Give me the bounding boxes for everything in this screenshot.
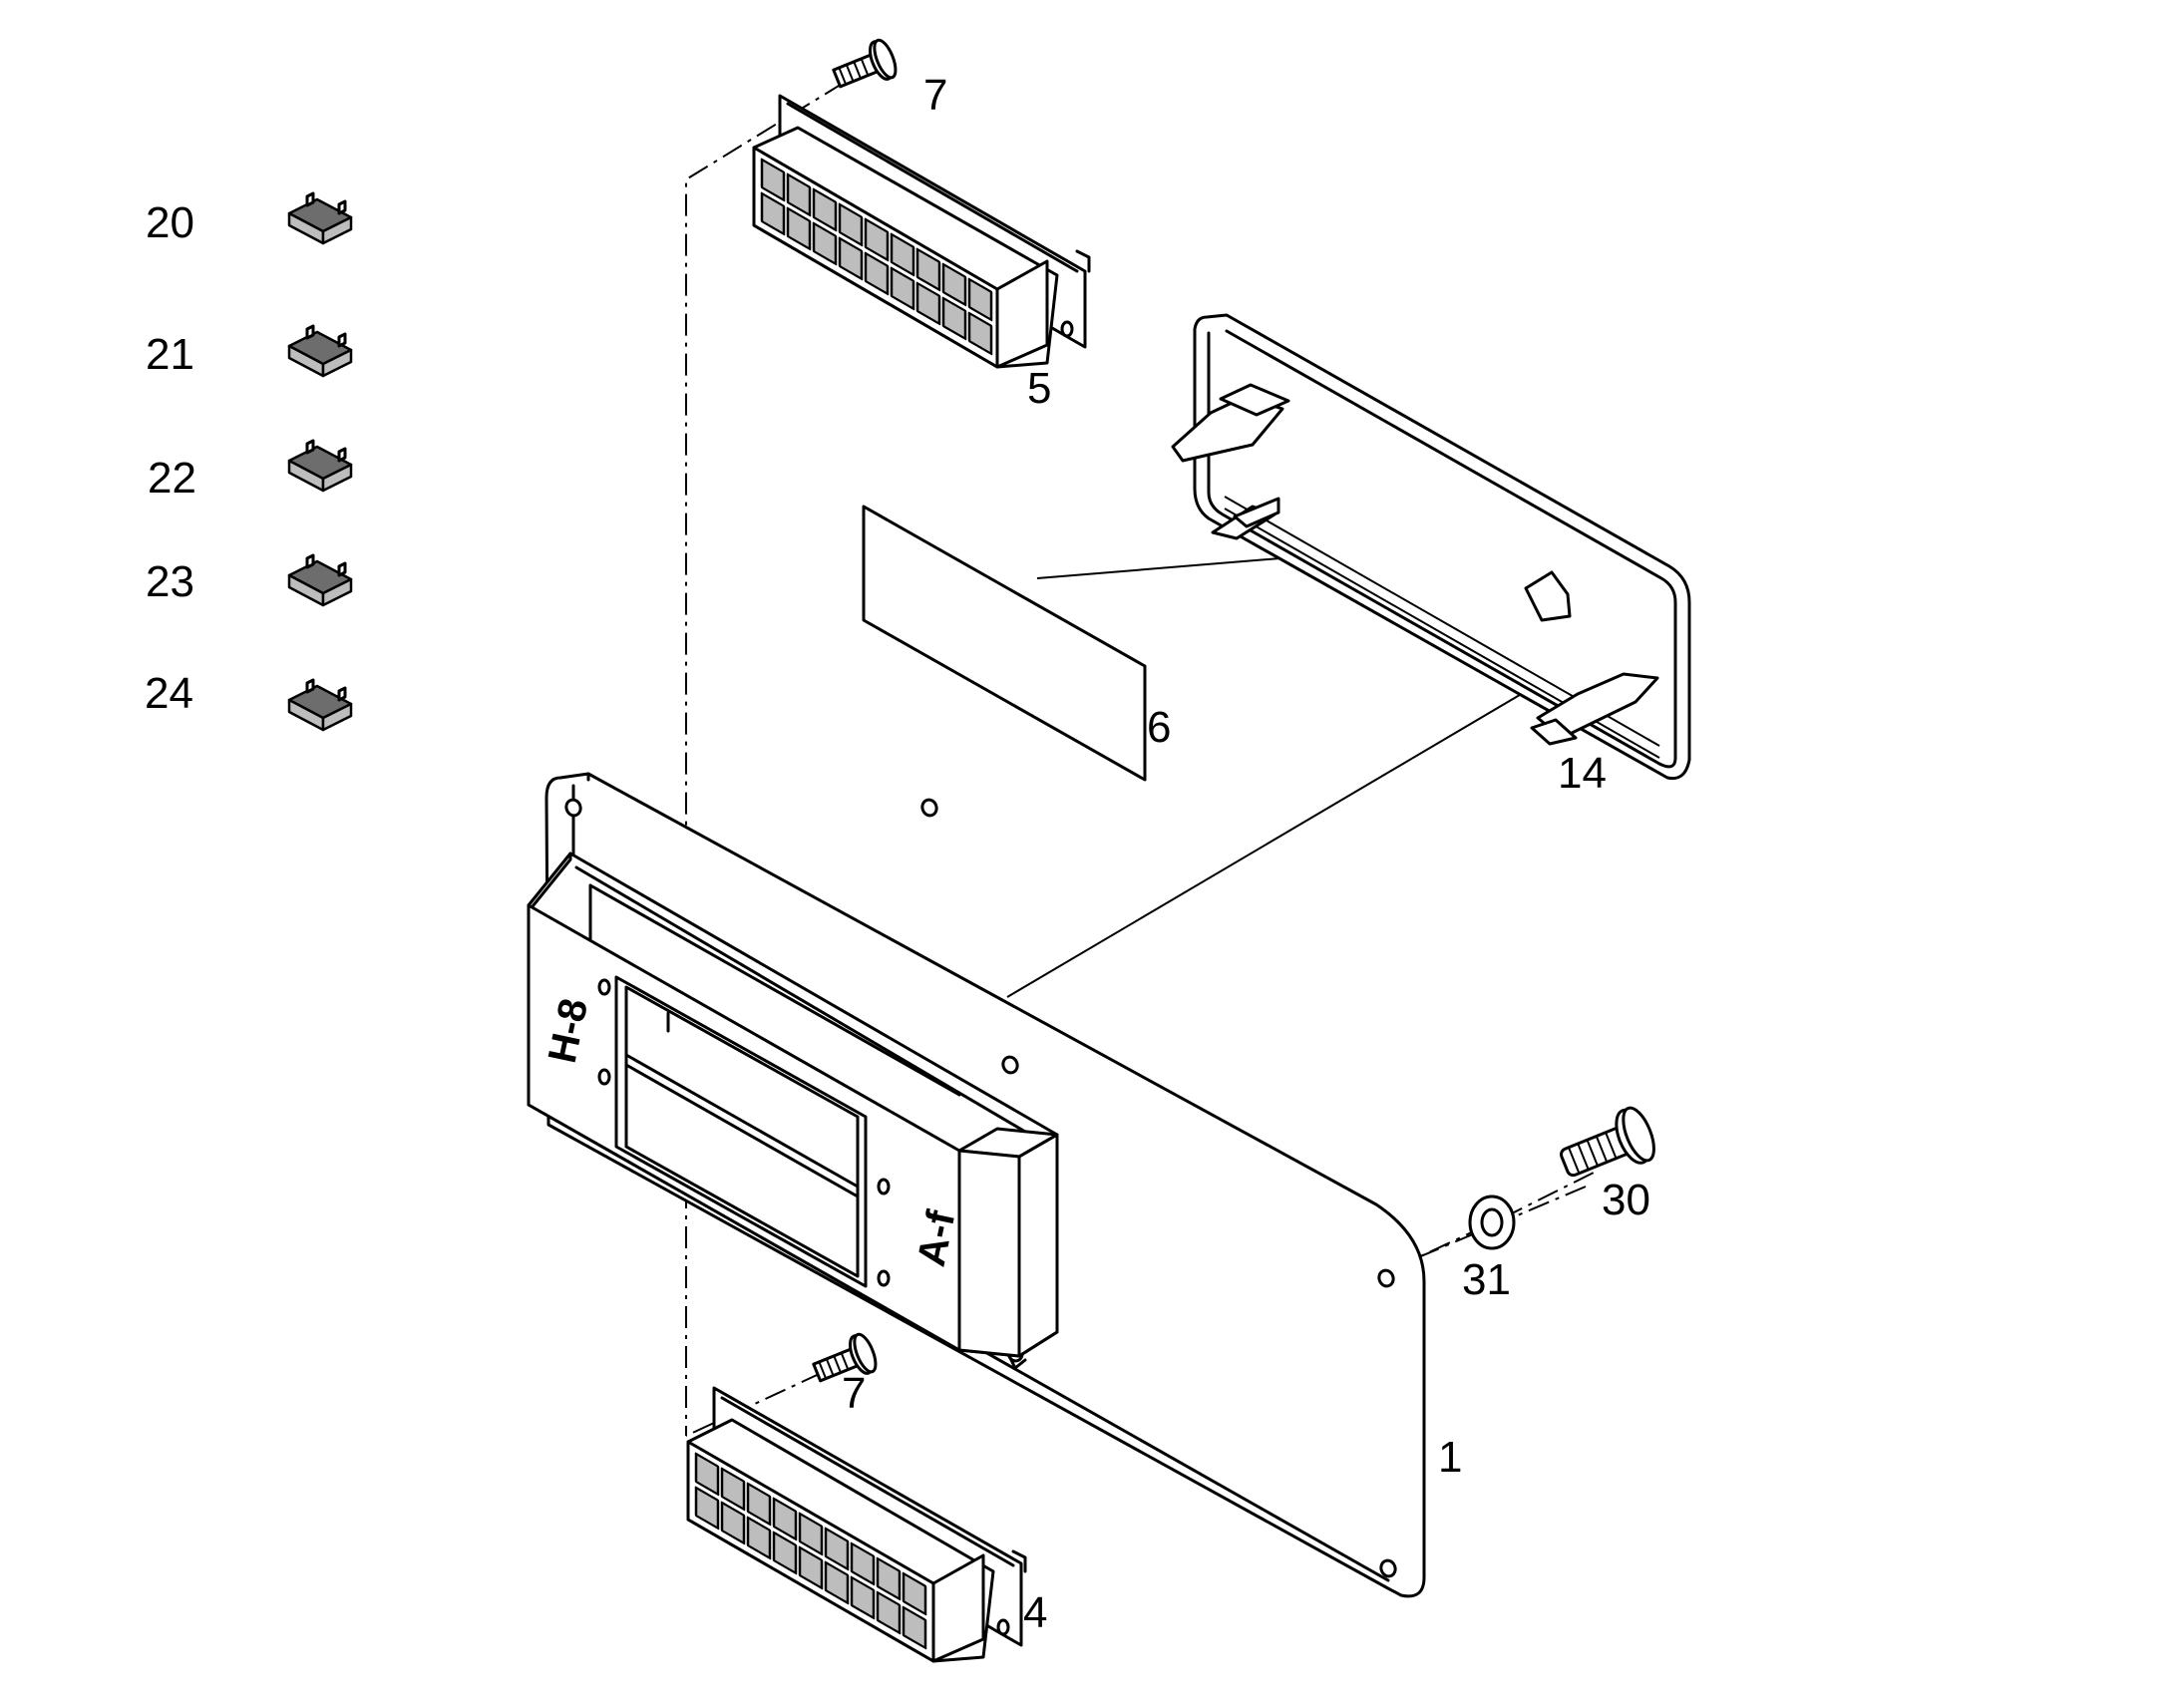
connector-4 <box>686 1386 1027 1663</box>
callout-7-bottom: 7 <box>842 1369 866 1418</box>
callout-24: 24 <box>145 669 193 718</box>
callout-5: 5 <box>1027 364 1051 413</box>
fuse-icon <box>287 439 353 493</box>
screw-7-top <box>832 38 898 89</box>
callout-23: 23 <box>146 557 194 606</box>
screw-7-bottom <box>812 1332 878 1383</box>
connector-4-cavities <box>694 1452 927 1650</box>
fuse-icon <box>287 191 353 245</box>
label-sheet <box>862 505 1147 782</box>
fuse-holder-housing: H-8 A-f <box>527 852 1059 1370</box>
washer-31 <box>1468 1195 1516 1250</box>
callout-21: 21 <box>146 330 194 379</box>
callout-7-top: 7 <box>923 71 947 120</box>
callouts: 7 5 6 14 20 21 22 23 24 30 31 7 1 4 <box>145 71 1650 1637</box>
callout-22: 22 <box>148 454 196 503</box>
screw-30 <box>1560 1106 1655 1178</box>
callout-1: 1 <box>1438 1433 1462 1482</box>
callout-4: 4 <box>1023 1588 1047 1637</box>
fuse-icon <box>287 678 353 732</box>
callout-14: 14 <box>1558 749 1607 798</box>
fuse-set <box>287 191 353 732</box>
callout-6: 6 <box>1147 703 1171 752</box>
callout-20: 20 <box>146 198 194 247</box>
fuse-icon <box>287 324 353 378</box>
connector-5 <box>752 94 1091 369</box>
fuse-icon <box>287 553 353 607</box>
connector-5-cavities <box>760 158 993 356</box>
cover <box>1171 313 1691 781</box>
callout-30: 30 <box>1602 1176 1650 1224</box>
callout-31: 31 <box>1462 1255 1511 1304</box>
